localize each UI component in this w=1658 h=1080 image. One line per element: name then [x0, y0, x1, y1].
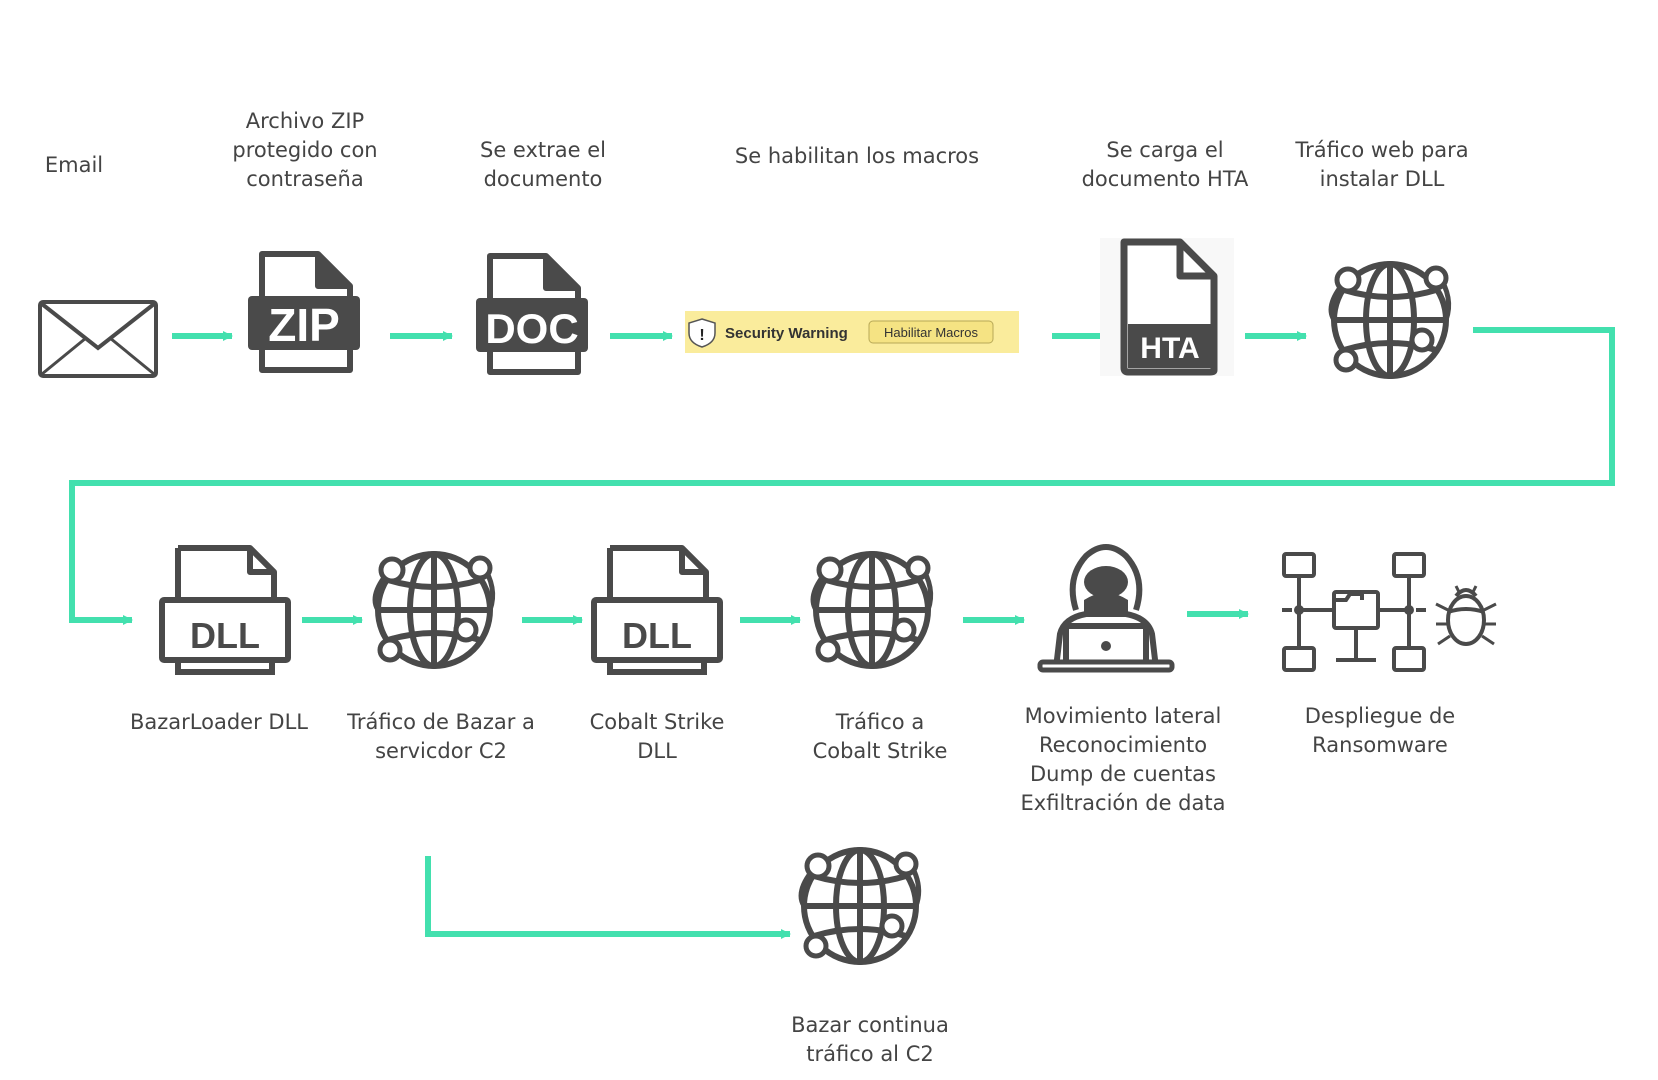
label-bazar-c2: Tráfico de Bazar a servicdor C2 [347, 710, 535, 763]
zip-badge-text: ZIP [268, 299, 340, 351]
bazar-dll-badge-text: DLL [190, 615, 260, 656]
label-cobalt-traffic: Tráfico a Cobalt Strike [812, 710, 948, 763]
bug-icon [1435, 585, 1497, 646]
label-cobalt-dll: Cobalt Strike DLL [589, 710, 725, 763]
label-hta: Se carga el documento HTA [1081, 138, 1249, 191]
hacker-icon [1037, 544, 1175, 673]
enable-macros-button[interactable]: Habilitar Macros [868, 320, 994, 344]
zip-file-icon: ZIP [248, 251, 360, 373]
label-bazar-dll: BazarLoader DLL [130, 710, 308, 734]
label-doc: Se extrae el documento [480, 138, 606, 191]
globe-icon [375, 554, 493, 666]
security-warning-title: Security Warning [725, 325, 848, 342]
globe-icon [801, 850, 919, 962]
label-bazar-continue: Bazar continua tráfico al C2 [791, 1013, 949, 1066]
connector-bazar-continue [425, 856, 791, 939]
globe-icon [813, 554, 931, 666]
warning-shield-icon: ! [688, 318, 716, 348]
globe-icon [1331, 264, 1449, 376]
enable-macros-label: Habilitar Macros [884, 325, 978, 340]
label-lateral: Movimiento lateral Reconocimiento Dump d… [1020, 704, 1226, 815]
hta-badge-text: HTA [1140, 332, 1199, 365]
label-ransomware: Despliegue de Ransomware [1304, 704, 1456, 757]
connector-row-wrap [69, 327, 1615, 625]
svg-text:!: ! [699, 327, 704, 344]
envelope-icon [38, 300, 158, 378]
security-warning-bar: ! Security Warning Habilitar Macros [685, 311, 1019, 353]
label-macros: Se habilitan los macros [734, 144, 980, 168]
hta-file-icon: HTA [1100, 238, 1234, 376]
dll-file-icon: DLL [591, 545, 723, 675]
doc-badge-text: DOC [485, 305, 578, 352]
network-icon [1282, 552, 1497, 672]
connectors [69, 327, 1615, 939]
dll-file-icon: DLL [159, 545, 291, 675]
label-zip: Archivo ZIP protegido con contraseña [232, 109, 378, 191]
label-email: Email [44, 153, 104, 177]
doc-file-icon: DOC [476, 253, 588, 375]
cobalt-dll-badge-text: DLL [622, 615, 692, 656]
label-web-dll: Tráfico web para instalar DLL [1295, 138, 1469, 191]
